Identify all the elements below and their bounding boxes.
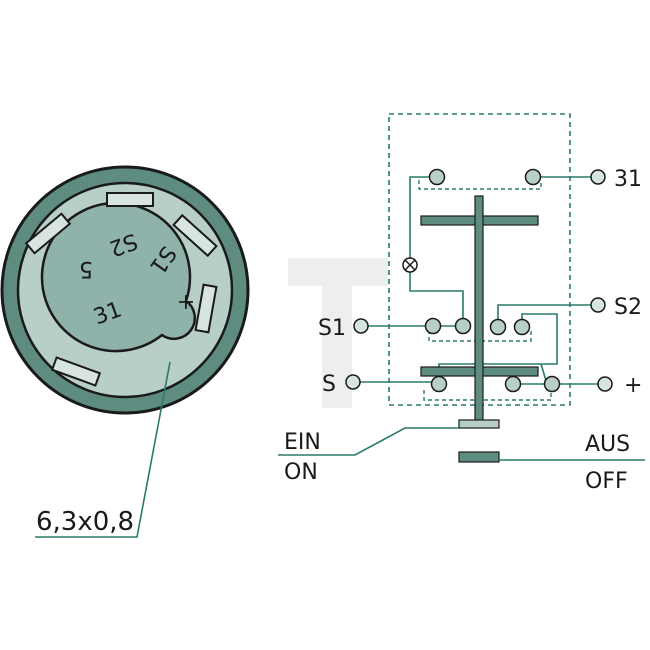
terminal-s xyxy=(345,374,361,390)
terminal-size-label: 6,3x0,8 xyxy=(36,507,134,537)
connector-label-31: 31 xyxy=(614,167,642,192)
terminal-pin xyxy=(106,192,154,207)
contact-point xyxy=(428,168,446,186)
on-label: ON xyxy=(284,460,318,485)
terminal-pin xyxy=(194,283,218,334)
contact-point xyxy=(489,318,507,336)
terminal-s2 xyxy=(590,297,606,313)
off-label: OFF xyxy=(585,469,628,494)
terminal-pins xyxy=(24,192,218,387)
socket-label-plus: + xyxy=(173,293,198,311)
aus-cap xyxy=(458,451,500,463)
contact-point xyxy=(504,375,522,393)
lamp-icon xyxy=(402,257,418,273)
terminal-s1 xyxy=(353,318,369,334)
plunger xyxy=(420,195,539,463)
socket-insert xyxy=(40,201,196,353)
contact-point xyxy=(524,168,542,186)
connector-label-plus: + xyxy=(624,373,642,398)
contact-point xyxy=(430,375,448,393)
connector-label-s1: S1 xyxy=(318,316,346,341)
terminal-pin xyxy=(50,356,102,387)
terminal-pin xyxy=(24,212,72,255)
connector-label-s2: S2 xyxy=(614,295,642,320)
ein-on-leader xyxy=(278,427,459,456)
ein-label: EIN xyxy=(284,430,321,455)
terminal-31 xyxy=(590,169,606,185)
socket-front-view: 5 S2 S1 + 31 6,3x0,8 xyxy=(0,165,250,538)
contact-points xyxy=(424,168,561,393)
connector-label-s: S xyxy=(322,372,336,397)
watermark xyxy=(288,258,388,408)
aus-label: AUS xyxy=(585,432,630,457)
terminal-pin xyxy=(172,213,218,258)
terminal-plus xyxy=(597,376,613,392)
contact-point xyxy=(513,318,531,336)
plunger-shaft xyxy=(474,195,484,427)
external-terminals xyxy=(345,169,613,392)
terminal-size-leader xyxy=(35,361,171,538)
switch-schematic: 31 S2 S1 S + EIN ON AUS OFF xyxy=(278,113,645,494)
ein-cap xyxy=(458,419,500,429)
socket-label-5: 5 xyxy=(79,256,93,281)
contact-point xyxy=(543,375,561,393)
contact-point xyxy=(454,317,472,335)
dashed-bridges xyxy=(418,180,552,401)
contact-point xyxy=(424,317,442,335)
